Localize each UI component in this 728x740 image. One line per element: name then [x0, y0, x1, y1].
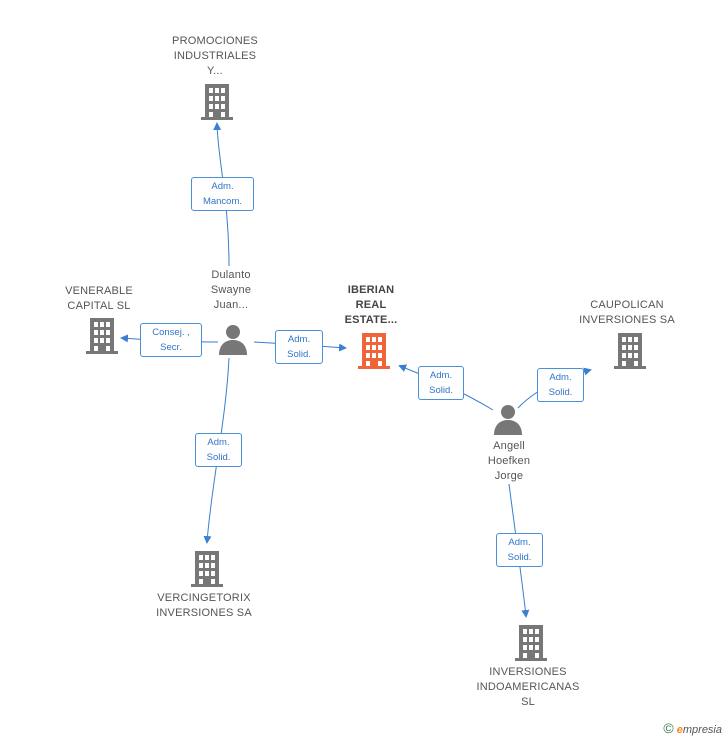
- edge-badge-adm-solid[interactable]: Adm. Solid.: [537, 368, 584, 402]
- edge-badge-adm-mancom[interactable]: Adm. Mancom.: [191, 177, 254, 211]
- brand-logo-e: e: [676, 724, 683, 736]
- building-icon[interactable]: [201, 84, 233, 120]
- edge-badge-adm-solid[interactable]: Adm. Solid.: [195, 433, 242, 467]
- person-icon[interactable]: [493, 403, 523, 435]
- building-icon-center[interactable]: [358, 333, 390, 369]
- brand-logo-text: mpresia: [682, 724, 722, 736]
- node-label-caupolican[interactable]: CAUPOLICAN INVERSIONES SA: [579, 299, 675, 326]
- edge-badge-adm-solid[interactable]: Adm. Solid.: [496, 533, 543, 567]
- edge-badge-adm-solid[interactable]: Adm. Solid.: [275, 330, 323, 364]
- copyright-icon: ©: [663, 720, 674, 736]
- node-label-promociones[interactable]: PROMOCIONES INDUSTRIALES Y...: [172, 35, 258, 77]
- brand-footer[interactable]: ©empresia: [663, 720, 722, 736]
- node-label-angell[interactable]: Angell Hoefken Jorge: [487, 440, 531, 482]
- edge-badge-adm-solid[interactable]: Adm. Solid.: [418, 366, 464, 400]
- node-label-venerable[interactable]: VENERABLE CAPITAL SL: [65, 285, 133, 312]
- building-icon[interactable]: [86, 318, 118, 354]
- node-label-vercingetorix[interactable]: VERCINGETORIX INVERSIONES SA: [156, 592, 252, 619]
- building-icon[interactable]: [515, 625, 547, 661]
- person-icon[interactable]: [218, 323, 248, 355]
- edge-badge-consej-secr[interactable]: Consej. , Secr.: [140, 323, 202, 357]
- building-icon[interactable]: [614, 333, 646, 369]
- node-label-dulanto[interactable]: Dulanto Swayne Juan...: [210, 269, 252, 311]
- node-label-iberian[interactable]: IBERIAN REAL ESTATE...: [344, 284, 398, 326]
- node-label-inversiones[interactable]: INVERSIONES INDOAMERICANAS SL: [476, 666, 580, 708]
- building-icon[interactable]: [191, 551, 223, 587]
